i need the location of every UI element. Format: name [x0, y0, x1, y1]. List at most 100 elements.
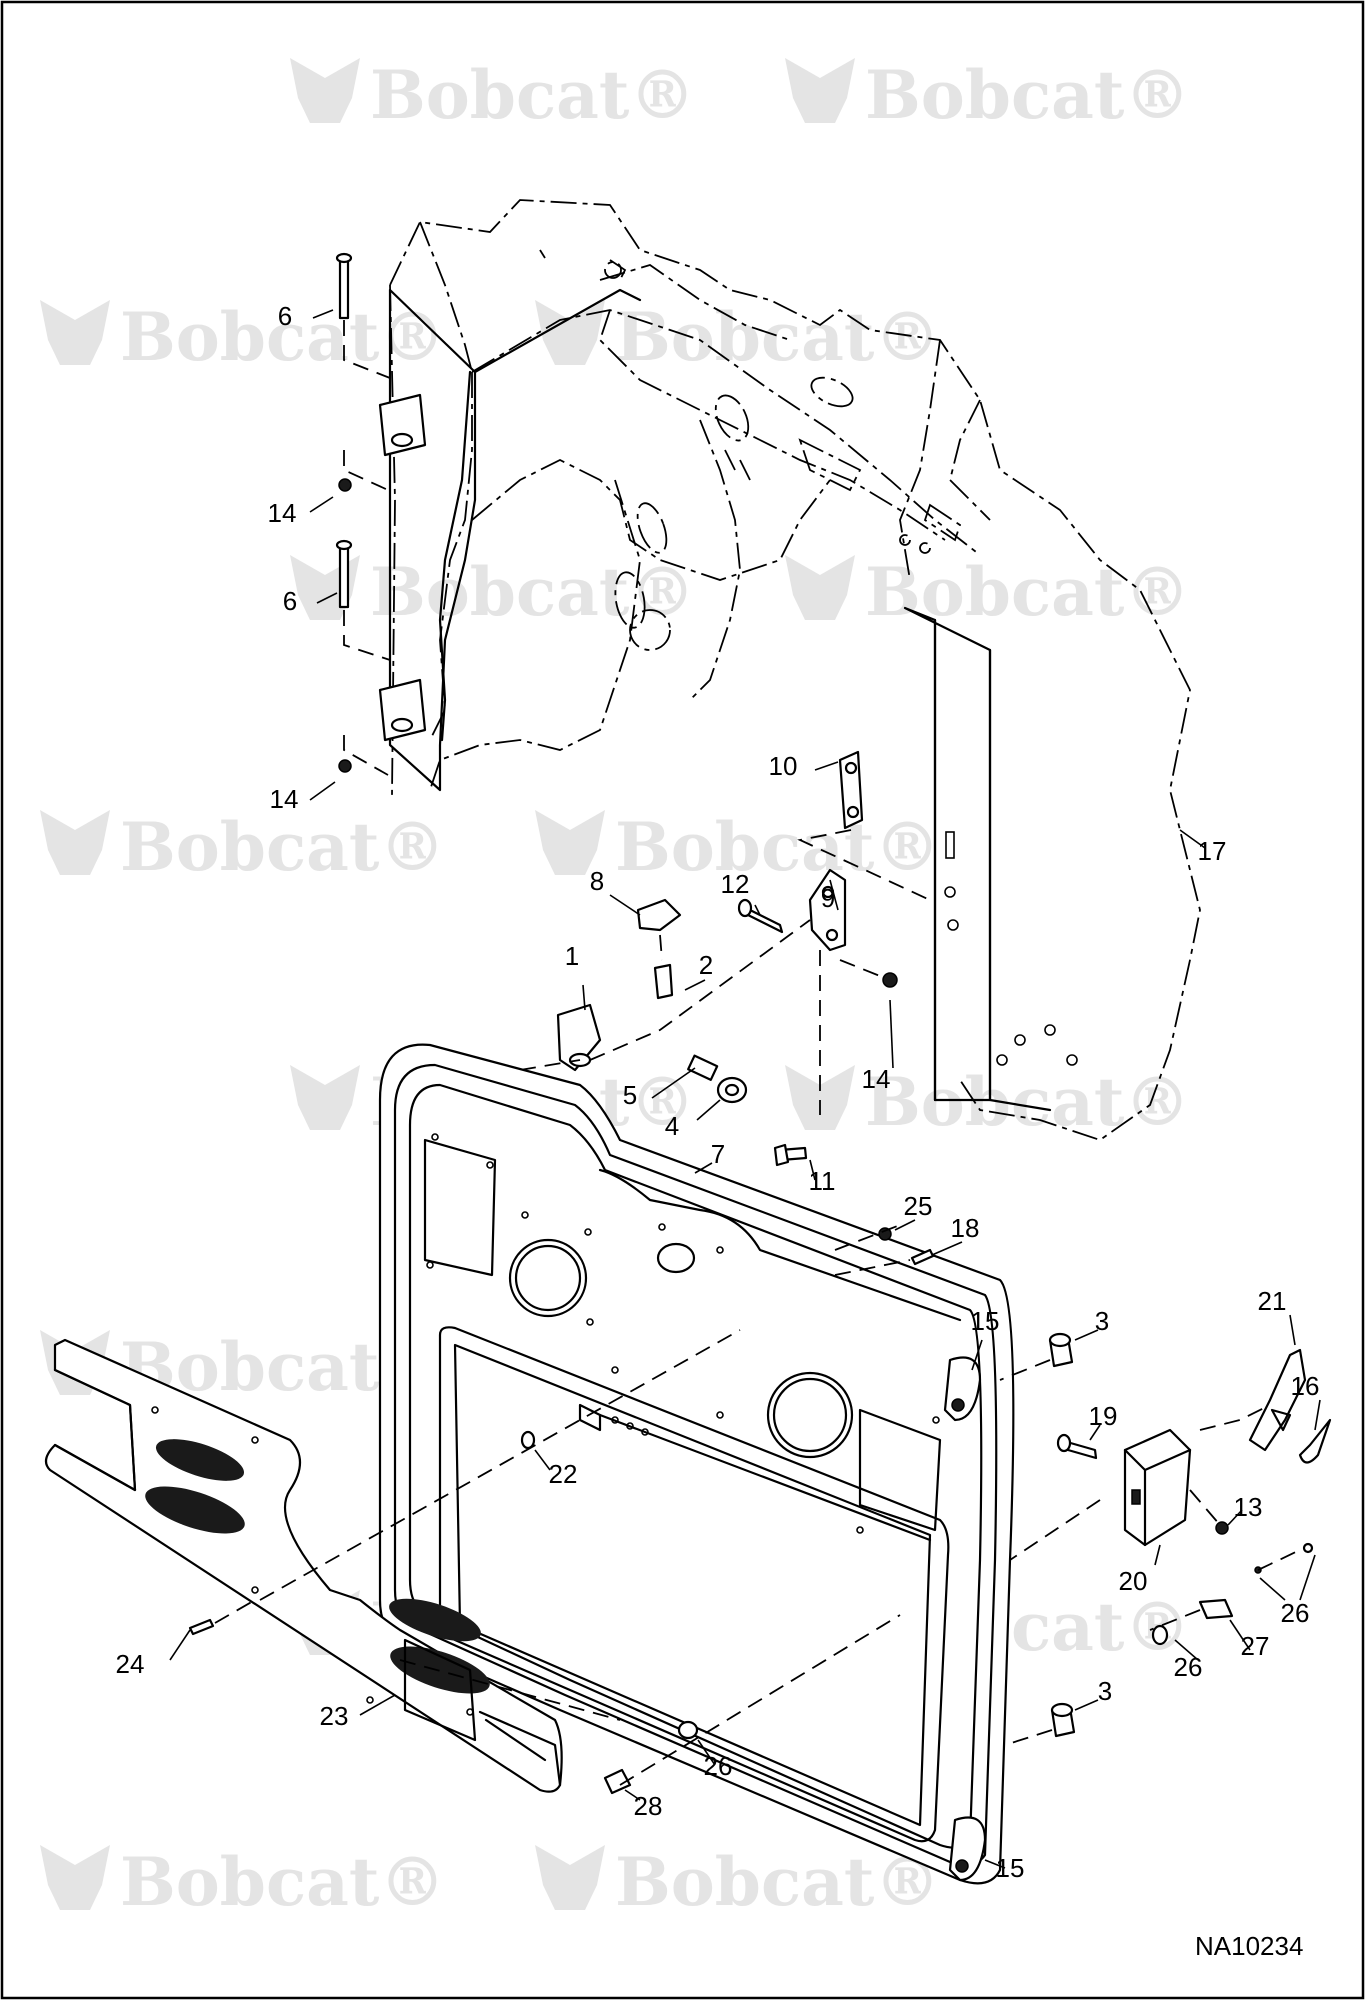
bobcat-logo-icon: [40, 300, 110, 365]
callout-leader-line: [1299, 1554, 1316, 1601]
callout-c19: 19: [1089, 1401, 1118, 1431]
callout-leader-line: [624, 1789, 641, 1801]
bobcat-logo-icon: [40, 810, 110, 875]
watermark: Bobcat®: [290, 56, 695, 134]
callout-leader-line: [814, 761, 839, 771]
callout-c23: 23: [320, 1701, 349, 1731]
callout-c15b: 15: [996, 1853, 1025, 1883]
callout-leader-line: [1074, 1329, 1099, 1341]
loader-frame-phantom: [389, 199, 1201, 1141]
callout-c6b: 6: [283, 586, 297, 616]
callout-leader-line: [931, 1241, 963, 1256]
callout-leaders: [169, 309, 1321, 1869]
access-opening-right: [858, 1408, 942, 1532]
callout-c28: 28: [634, 1791, 663, 1821]
washer-26: [1151, 1624, 1169, 1646]
callout-leader-line: [312, 309, 334, 319]
bolt-24: [188, 1618, 215, 1636]
watermark: Bobcat®: [535, 1843, 940, 1921]
callout-c12: 12: [721, 869, 750, 899]
callout-leader-line: [309, 496, 334, 513]
callout-leader-line: [1227, 1509, 1243, 1526]
right-upright-panel: [903, 606, 1078, 1112]
callout-c1: 1: [565, 941, 579, 971]
grommet-22: [520, 1430, 536, 1450]
rubber-bumpers: [999, 1332, 1076, 1746]
callout-leader-line: [1074, 1699, 1099, 1711]
callout-leader-line: [1089, 1424, 1101, 1441]
nut-14: [882, 972, 898, 988]
callout-leader-line: [359, 1694, 396, 1716]
callout-c14b: 14: [270, 784, 299, 814]
latch-bracket-9: [808, 868, 847, 952]
watermark: Bobcat®: [785, 1063, 1190, 1141]
bobcat-logo-icon: [290, 555, 360, 620]
bobcat-logo-icon: [40, 1845, 110, 1910]
clip-28: [603, 1768, 632, 1795]
callout-leader-line: [984, 1859, 1006, 1869]
latch-clip: [653, 963, 674, 1000]
watermark: Bobcat®: [290, 553, 695, 631]
rear-screen: [44, 1329, 901, 1793]
callout-leader-line: [309, 781, 336, 801]
callout-c21: 21: [1258, 1286, 1287, 1316]
callout-leader-line: [894, 1219, 916, 1231]
callout-leader-line: [582, 984, 586, 1011]
bobcat-logo-icon: [785, 555, 855, 620]
callout-c6a: 6: [278, 301, 292, 331]
bobcat-logo-icon: [290, 1065, 360, 1130]
callout-leader-line: [1314, 1399, 1321, 1431]
watermark-text: Bobcat®: [370, 56, 695, 134]
stud-18: [910, 1248, 935, 1266]
watermark: Bobcat®: [785, 553, 1190, 631]
callout-c26b: 26: [1174, 1652, 1203, 1682]
callout-leader-line: [684, 979, 706, 991]
callout-leader-line: [1174, 1639, 1199, 1661]
watermark-text: Bobcat®: [370, 553, 695, 631]
callout-c8: 8: [590, 866, 604, 896]
nut-upper: [338, 478, 352, 492]
callout-c5: 5: [623, 1080, 637, 1110]
upper-hinge-assembly: [335, 252, 427, 776]
watermark: Bobcat®: [535, 298, 940, 376]
pin-5: [687, 1054, 719, 1081]
callout-leader-line: [1289, 1314, 1296, 1346]
clip-27: [1198, 1598, 1234, 1620]
watermark-text: Bobcat®: [865, 1063, 1190, 1141]
nut-lower: [338, 759, 352, 773]
callout-leader-line: [696, 1099, 721, 1121]
callout-c13: 13: [1234, 1492, 1263, 1522]
callout-c25: 25: [904, 1191, 933, 1221]
rear-door-panel: [378, 1043, 1015, 1885]
figure-reference: NA10234: [1195, 1931, 1303, 1961]
callout-c15a: 15: [971, 1306, 1000, 1336]
callout-c26c: 26: [704, 1751, 733, 1781]
callout-c2: 2: [699, 950, 713, 980]
callout-leader-line: [1154, 1544, 1161, 1566]
callout-c24: 24: [116, 1649, 145, 1679]
callout-c16: 16: [1291, 1371, 1320, 1401]
nut-13: [1215, 1521, 1229, 1535]
bobcat-logo-icon: [535, 1845, 605, 1910]
bobcat-logo-icon: [535, 810, 605, 875]
watermark-text: Bobcat®: [615, 298, 940, 376]
hinge-pin-upper: [338, 256, 350, 320]
watermark: Bobcat®: [785, 56, 1190, 134]
watermark: Bobcat®: [40, 298, 445, 376]
callout-leader-line: [809, 1159, 816, 1181]
watermark-text: Bobcat®: [615, 808, 940, 886]
callout-leader-line: [829, 879, 839, 911]
callout-leader-line: [1259, 1577, 1286, 1601]
watermark-text: Bobcat®: [615, 1843, 940, 1921]
watermark-text: Bobcat®: [120, 808, 445, 886]
callout-c11: 11: [809, 1166, 836, 1196]
watermark: Bobcat®: [40, 808, 445, 886]
callout-leader-line: [651, 1067, 696, 1099]
callout-leader-line: [971, 1339, 983, 1371]
callout-leader-line: [1229, 1619, 1251, 1651]
callout-c10: 10: [769, 751, 798, 781]
watermark: Bobcat®: [535, 808, 940, 886]
